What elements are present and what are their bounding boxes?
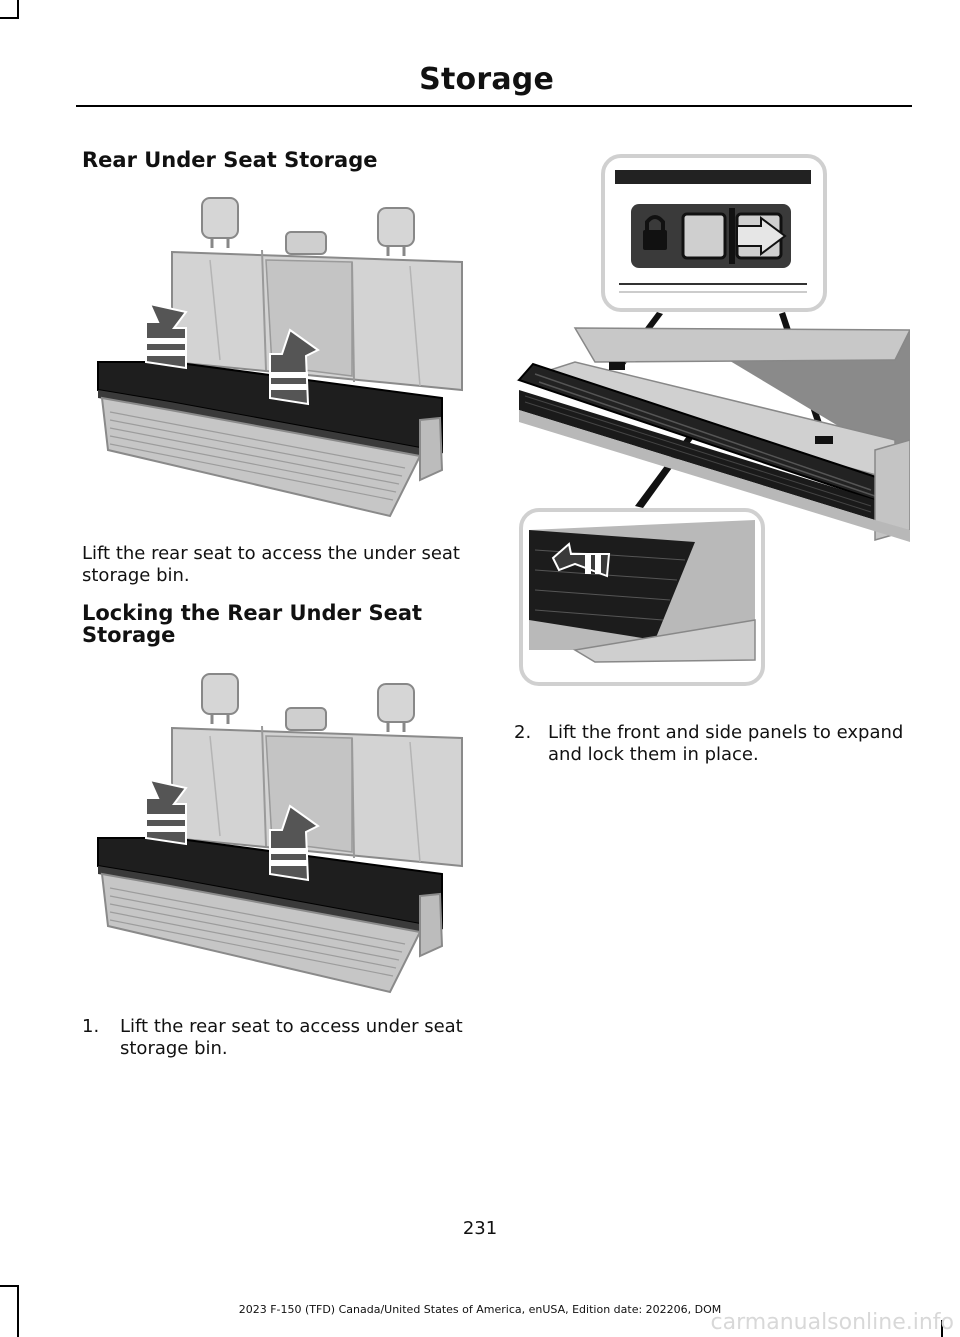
page-title: Storage	[419, 62, 554, 97]
storage-bin-lock-illustration	[516, 154, 910, 686]
step-1-line2: storage bin.	[120, 1038, 228, 1059]
lift-arrow-left-icon	[145, 302, 188, 370]
step-1-number: 1.	[82, 1016, 100, 1037]
edition-footer: 2023 F-150 (TFD) Canada/United States of…	[238, 1303, 722, 1316]
step-2-text: Lift the front and side panels to expand…	[548, 722, 903, 766]
section-heading-rear-under-seat-storage: Rear Under Seat Storage	[82, 148, 378, 172]
page-number: 231	[462, 1218, 498, 1239]
lock-detail-callout	[601, 154, 827, 312]
crop-mark-bottom-left-h	[0, 1285, 19, 1287]
locking-heading-line1: Locking the Rear Under Seat	[82, 601, 423, 625]
seat-drawing	[97, 197, 463, 518]
crop-mark-bottom-right	[941, 1320, 943, 1337]
seat-drawing-2	[97, 673, 463, 994]
header-rule	[76, 105, 912, 107]
locking-heading-line2: Storage	[82, 623, 176, 647]
step-2-line2: and lock them in place.	[548, 744, 759, 765]
watermark: carmanualsonline.info	[710, 1310, 954, 1335]
rear-seat-illustration-2	[97, 673, 463, 994]
lift-arrow-left-icon-2	[145, 778, 188, 846]
lift-arrow-center-icon	[269, 328, 320, 406]
crop-mark-bottom-left	[17, 1285, 19, 1337]
step-2: 2. Lift the front and side panels to exp…	[514, 722, 924, 772]
step-2-line1: Lift the front and side panels to expand	[548, 722, 904, 743]
slide-arrow-right-icon	[736, 216, 787, 256]
section1-body: Lift the rear seat to access the under s…	[82, 543, 460, 586]
padlock-icon	[643, 215, 667, 250]
storage-bin-drawing	[516, 327, 910, 542]
step-1-text: Lift the rear seat to access under seat …	[120, 1016, 463, 1060]
lift-arrow-left-icon-3	[551, 542, 611, 578]
step-1: 1. Lift the rear seat to access under se…	[82, 1016, 482, 1066]
section-heading-locking: Locking the Rear Under Seat Storage	[82, 602, 422, 646]
crop-mark-top-left-h	[0, 17, 19, 19]
lift-arrow-center-icon-2	[269, 804, 320, 882]
section1-body-text: Lift the rear seat to access the under s…	[82, 543, 482, 587]
crop-mark-top-left	[17, 0, 19, 17]
step-2-number: 2.	[514, 722, 532, 743]
rear-seat-illustration-1	[97, 197, 463, 518]
panel-lift-detail-callout	[519, 508, 765, 686]
step-1-line1: Lift the rear seat to access under seat	[120, 1016, 463, 1037]
